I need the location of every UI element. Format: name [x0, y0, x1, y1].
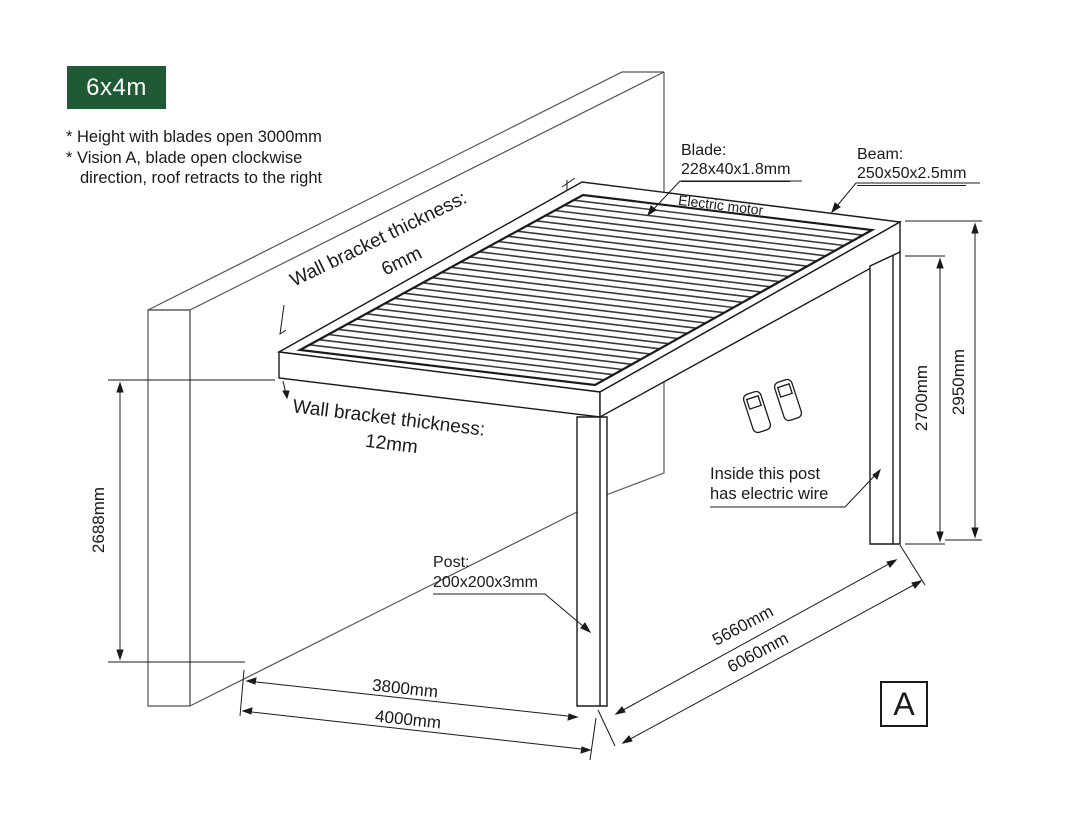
blade-line [403, 292, 697, 329]
blade-line [337, 328, 632, 366]
blade-line [507, 235, 799, 273]
roof-frame [276, 181, 903, 419]
blade-line [328, 333, 623, 371]
blade-line [516, 230, 808, 267]
blade-size: 228x40x1.8mm [681, 160, 791, 182]
beam-leader [831, 182, 980, 213]
wire-leader [710, 469, 881, 508]
wire-note-line2: has electric wire [710, 485, 829, 503]
dimension-lines [108, 177, 982, 761]
wall-ground-line [189, 511, 578, 707]
size-badge: 6x4m [67, 66, 166, 109]
blade-line [545, 214, 836, 252]
blade-line [554, 209, 845, 247]
note-direction: direction, roof retracts to the right [80, 169, 323, 187]
blade-line [488, 245, 780, 283]
wire-note-line1: Inside this post [710, 465, 821, 483]
dim-height-outer: 2950mm [949, 348, 969, 416]
blade-line [347, 323, 642, 360]
blade-line [460, 261, 753, 298]
posts [576, 250, 901, 707]
louvre-blades [309, 199, 863, 381]
blade-line [318, 338, 614, 376]
blade-line [375, 307, 669, 345]
post-leader [433, 593, 591, 633]
blade-line [365, 313, 660, 350]
blade-line [526, 225, 817, 262]
back-post [869, 250, 901, 545]
spec-notes: * Height with blades open 3000mm * Visio… [66, 127, 322, 189]
beam-title: Beam: [857, 146, 904, 163]
blade-line [469, 256, 762, 293]
blade-title: Blade: [681, 142, 727, 159]
blade-line [384, 302, 679, 340]
front-post [576, 416, 608, 707]
remote-controls [742, 378, 803, 434]
variant-box: A [880, 681, 928, 727]
post-size: 200x200x3mm [433, 574, 538, 591]
note-vision: * Vision A, blade open clockwise [66, 148, 303, 167]
blade-line [535, 220, 826, 257]
wall-front-face [147, 309, 191, 707]
dim-height-inner: 2700mm [912, 364, 932, 432]
blade-line [498, 240, 789, 278]
bracket-top-leader [279, 304, 287, 336]
blade-area-outline [296, 193, 876, 387]
blade-line [432, 276, 725, 314]
blade-line [573, 199, 863, 236]
dim-height-left: 2688mm [89, 486, 109, 554]
note-height: * Height with blades open 3000mm [66, 128, 322, 146]
beam-size: 250x50x2.5mm [857, 164, 967, 186]
blade-line [394, 297, 688, 335]
blade-line [441, 271, 734, 309]
blade-line [413, 287, 706, 324]
blade-line [479, 251, 771, 288]
blade-line [356, 318, 651, 355]
blade-line [422, 282, 716, 319]
post-title: Post: [433, 554, 470, 571]
blade-line [564, 204, 854, 242]
blade-line [450, 266, 743, 304]
blade-line [309, 344, 605, 381]
